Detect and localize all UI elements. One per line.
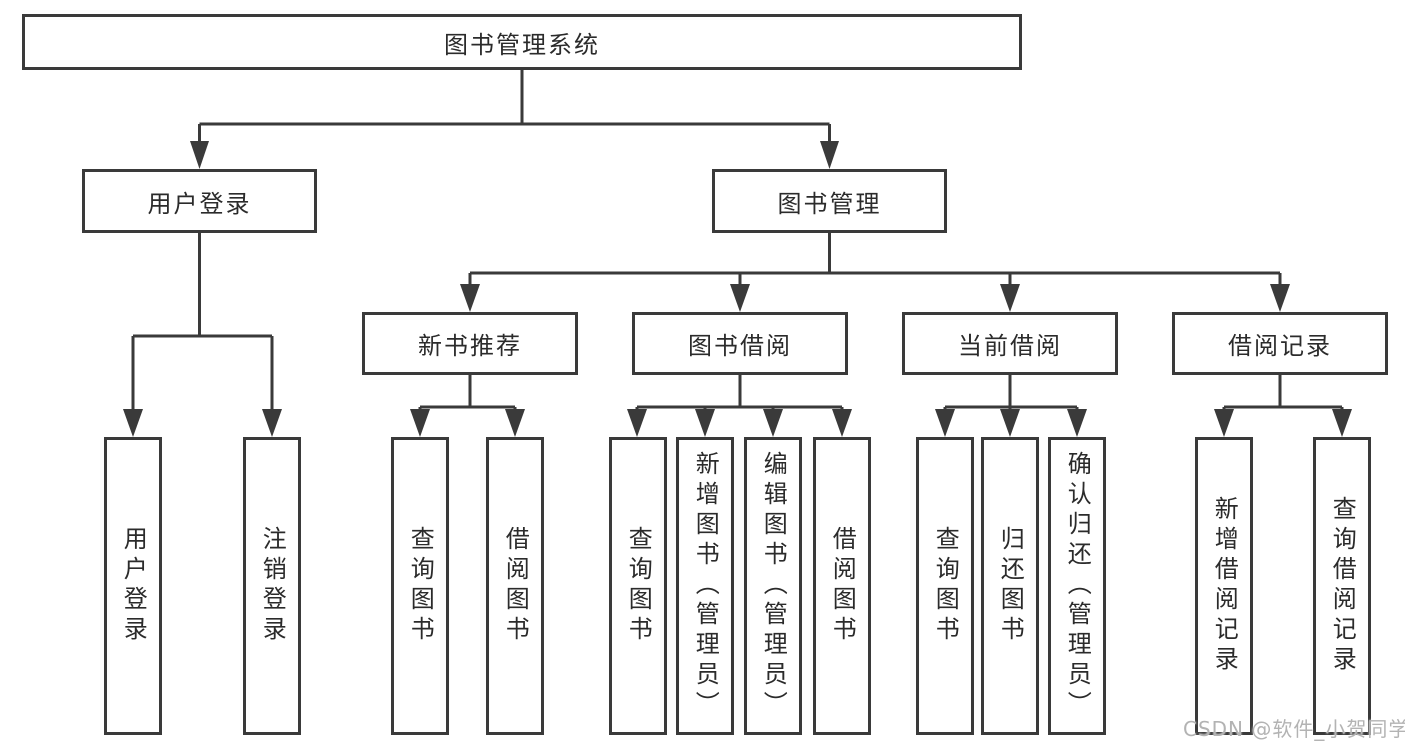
csdn-watermark: CSDN @软件_小贺同学 (1183, 717, 1405, 741)
leaf-label: 借阅图书 (828, 526, 857, 646)
node-root-library-system: 图书管理系统 (22, 14, 1022, 70)
node-book-borrow: 图书借阅 (632, 312, 848, 375)
leaf-confirm-return-admin: 确认归还（管理员） (1048, 437, 1106, 735)
arrowheads (123, 141, 1352, 437)
leaf-label: 查询图书 (624, 526, 653, 646)
node-label: 图书管理 (777, 189, 882, 218)
leaf-label: 查询图书 (406, 526, 435, 646)
node-label: 新书推荐 (418, 332, 522, 360)
node-new-book-recommend: 新书推荐 (362, 312, 578, 375)
node-book-management: 图书管理 (712, 169, 947, 233)
leaf-query-books-current: 查询图书 (916, 437, 974, 735)
leaf-label: 归还图书 (996, 526, 1025, 646)
leaf-label: 编辑图书（管理员） (759, 451, 788, 721)
leaf-label: 查询图书 (931, 526, 960, 646)
leaf-query-books-recommend: 查询图书 (391, 437, 449, 735)
leaf-user-login: 用户登录 (104, 437, 162, 735)
node-label: 图书借阅 (688, 332, 792, 360)
leaf-label: 新增借阅记录 (1210, 496, 1239, 676)
leaf-borrow-books-recommend: 借阅图书 (486, 437, 544, 735)
leaf-label: 新增图书（管理员） (691, 451, 720, 721)
node-label: 用户登录 (147, 189, 252, 218)
leaf-borrow-books: 借阅图书 (813, 437, 871, 735)
node-borrow-record: 借阅记录 (1172, 312, 1388, 375)
node-current-borrow: 当前借阅 (902, 312, 1118, 375)
leaf-return-books: 归还图书 (981, 437, 1039, 735)
leaf-label: 查询借阅记录 (1328, 496, 1357, 676)
leaf-edit-books-admin: 编辑图书（管理员） (744, 437, 802, 735)
leaf-label: 用户登录 (119, 526, 148, 646)
leaf-label: 借阅图书 (501, 526, 530, 646)
node-user-login: 用户登录 (82, 169, 317, 233)
node-label: 借阅记录 (1228, 332, 1332, 360)
leaf-logout: 注销登录 (243, 437, 301, 735)
node-label: 当前借阅 (958, 332, 1062, 360)
leaf-query-books-borrow: 查询图书 (609, 437, 667, 735)
leaf-label: 注销登录 (258, 526, 287, 646)
leaf-label: 确认归还（管理员） (1063, 451, 1092, 721)
leaf-query-borrow-record: 查询借阅记录 (1313, 437, 1371, 735)
node-label: 图书管理系统 (444, 30, 600, 59)
leaf-add-borrow-record: 新增借阅记录 (1195, 437, 1253, 735)
leaf-add-books-admin: 新增图书（管理员） (676, 437, 734, 735)
